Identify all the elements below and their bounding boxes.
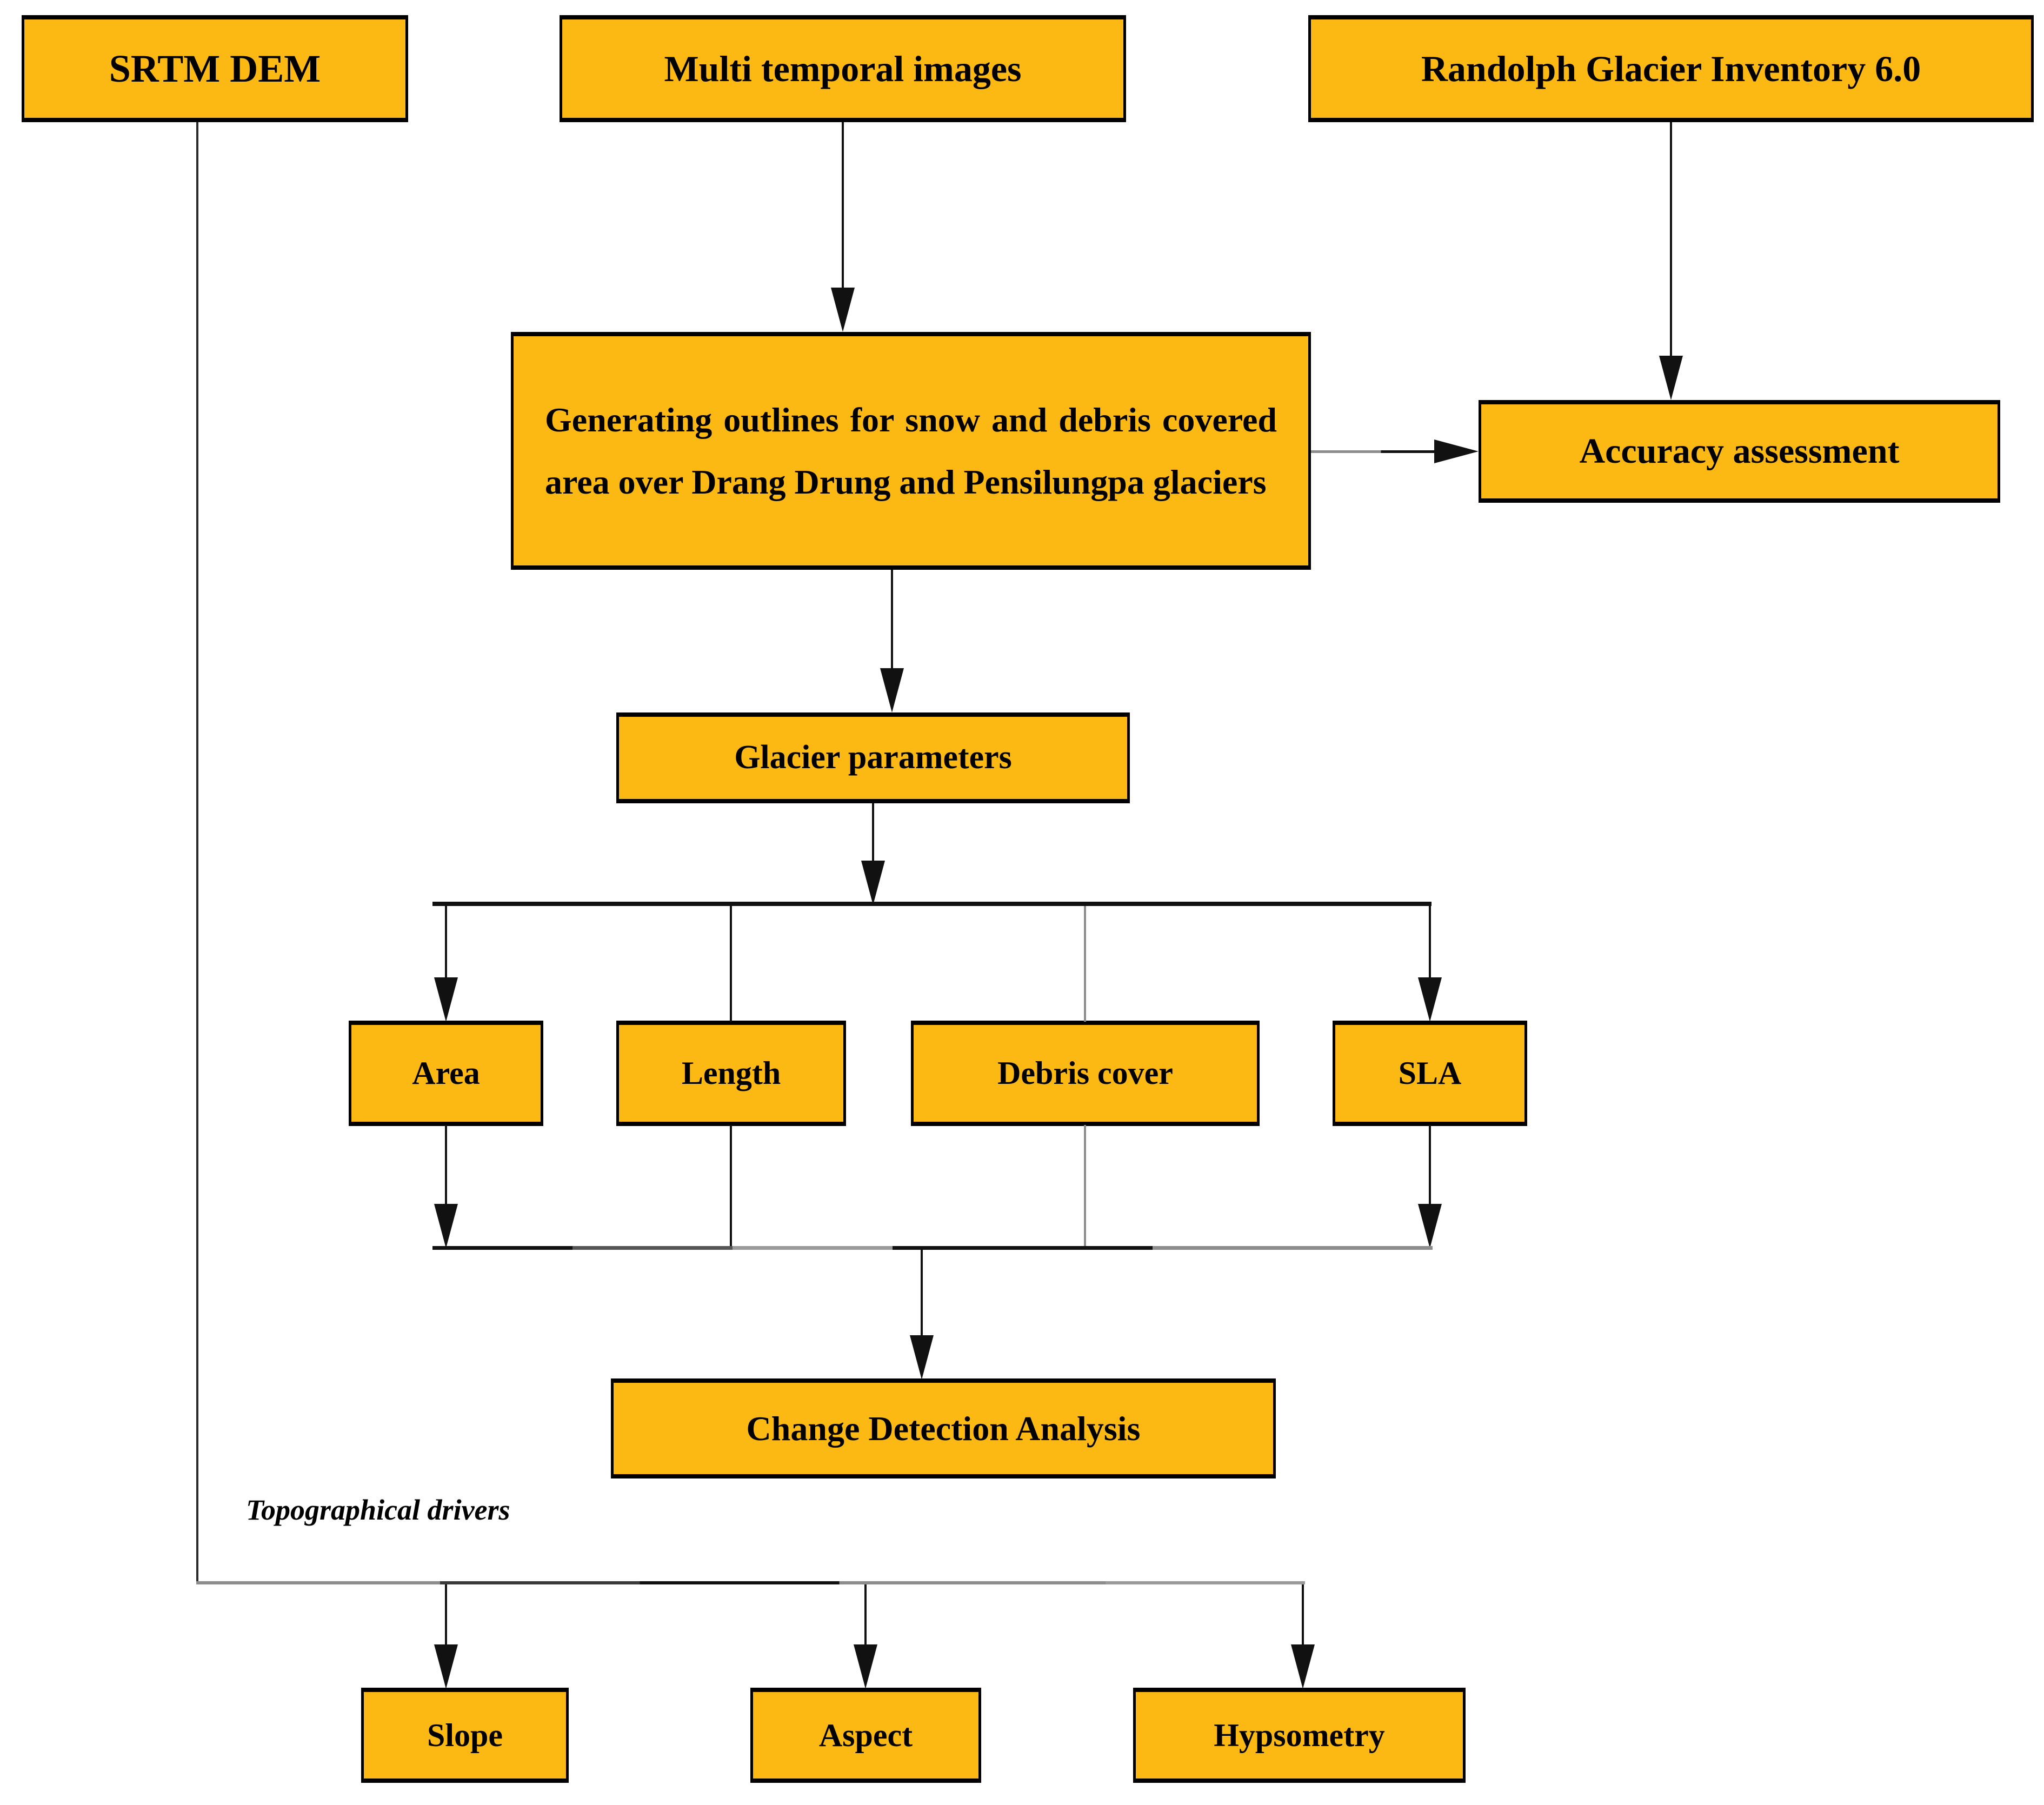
arrowhead-glacier-parameters-to-split bbox=[861, 861, 885, 905]
connector-topographical-to-slope bbox=[445, 1584, 447, 1645]
connector-glacier-parameters-to-split bbox=[872, 803, 874, 861]
node-label: Debris cover bbox=[997, 1055, 1173, 1091]
node-hypsometry: Hypsometry bbox=[1133, 1688, 1466, 1783]
node-change-detection-analysis: Change Detection Analysis bbox=[611, 1378, 1276, 1478]
node-label: Multi temporal images bbox=[664, 48, 1022, 89]
connector-split-to-sla bbox=[1429, 906, 1431, 977]
node-label: Randolph Glacier Inventory 6.0 bbox=[1421, 48, 1921, 89]
node-area: Area bbox=[349, 1021, 543, 1126]
connector-split-to-length bbox=[730, 906, 732, 1022]
connector-converge-to-change-detection bbox=[921, 1250, 923, 1335]
connector-area-to-converge bbox=[445, 1125, 447, 1205]
arrowhead-area-to-converge bbox=[434, 1204, 458, 1248]
connector-multi-to-generating bbox=[842, 122, 844, 290]
arrowhead-topographical-to-aspect bbox=[854, 1644, 877, 1689]
connector-generating-to-accuracy bbox=[1311, 450, 1438, 453]
node-generating-outlines: Generating outlines for snow and debris … bbox=[511, 332, 1311, 570]
node-label: Glacier parameters bbox=[734, 739, 1012, 776]
node-debris-cover: Debris cover bbox=[911, 1021, 1260, 1126]
arrowhead-topographical-to-slope bbox=[434, 1644, 458, 1689]
node-label: Change Detection Analysis bbox=[746, 1409, 1141, 1448]
node-label: Hypsometry bbox=[1214, 1717, 1385, 1753]
node-srtm-dem: SRTM DEM bbox=[22, 15, 408, 122]
node-accuracy-assessment: Accuracy assessment bbox=[1479, 400, 2000, 503]
node-label: SRTM DEM bbox=[109, 47, 321, 90]
connector-sla-to-converge bbox=[1429, 1125, 1431, 1205]
connector-topographical-to-aspect bbox=[864, 1584, 867, 1645]
arrowhead-multi-to-generating bbox=[831, 288, 855, 332]
connector-randolph-to-accuracy bbox=[1670, 122, 1672, 357]
node-label: Area bbox=[412, 1055, 480, 1091]
node-glacier-parameters: Glacier parameters bbox=[616, 712, 1130, 803]
node-sla: SLA bbox=[1333, 1021, 1527, 1126]
node-label: Accuracy assessment bbox=[1579, 431, 1900, 471]
connector-debris-cover-to-converge bbox=[1084, 1125, 1086, 1248]
node-label: Generating outlines for snow and debris … bbox=[545, 400, 1277, 501]
node-slope: Slope bbox=[361, 1688, 569, 1783]
connector-length-to-converge bbox=[730, 1125, 732, 1248]
arrowhead-randolph-to-accuracy bbox=[1659, 356, 1683, 400]
node-aspect: Aspect bbox=[750, 1688, 981, 1783]
node-randolph-glacier-inventory: Randolph Glacier Inventory 6.0 bbox=[1308, 15, 2034, 122]
arrowhead-sla-to-converge bbox=[1418, 1204, 1442, 1248]
connector-generating-to-glacier-parameters bbox=[891, 570, 893, 670]
connector-split-to-debris-cover bbox=[1084, 906, 1086, 1022]
node-label: SLA bbox=[1398, 1055, 1462, 1091]
connector-srtm-vertical bbox=[196, 122, 198, 1582]
node-label: Aspect bbox=[818, 1717, 913, 1753]
split-bar-parameters bbox=[432, 902, 1432, 906]
topographical-drivers-label: Topographical drivers bbox=[246, 1494, 510, 1526]
arrowhead-split-to-area bbox=[434, 977, 458, 1022]
arrowhead-split-to-sla bbox=[1418, 977, 1442, 1022]
arrowhead-topographical-to-hypsometry bbox=[1291, 1644, 1315, 1689]
node-label: Length bbox=[681, 1055, 781, 1091]
converge-bar-parameters bbox=[432, 1246, 1433, 1250]
connector-split-to-area bbox=[445, 906, 447, 977]
node-multi-temporal-images: Multi temporal images bbox=[560, 15, 1126, 122]
arrowhead-converge-to-change-detection bbox=[910, 1335, 934, 1380]
node-label: Slope bbox=[427, 1717, 503, 1753]
node-length: Length bbox=[616, 1021, 846, 1126]
connector-topographical-to-hypsometry bbox=[1302, 1584, 1304, 1645]
arrowhead-generating-to-glacier-parameters bbox=[880, 668, 904, 712]
arrowhead-generating-to-accuracy bbox=[1434, 439, 1479, 463]
split-bar-topographical bbox=[196, 1581, 1305, 1584]
